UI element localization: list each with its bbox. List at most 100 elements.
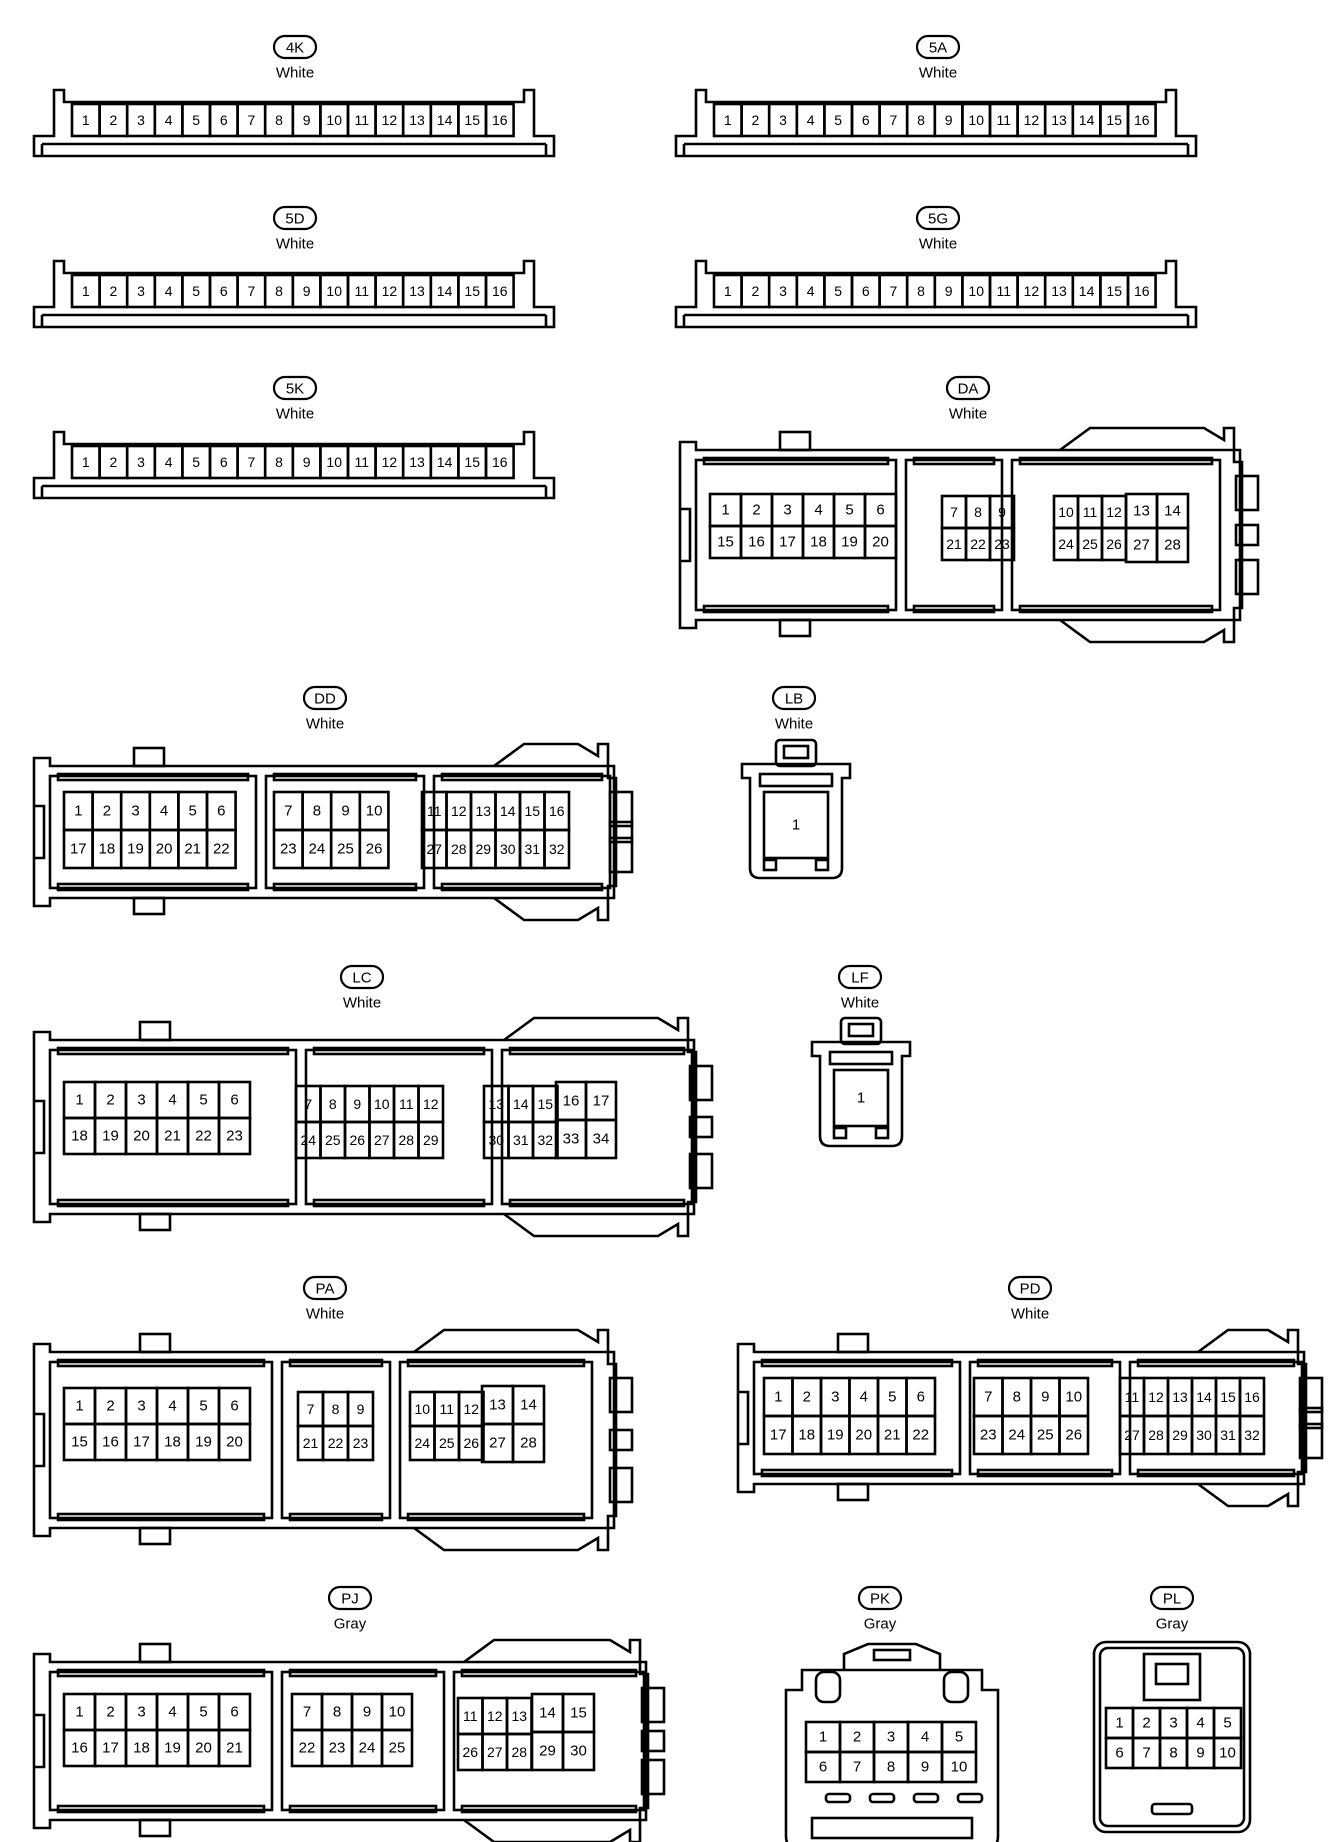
connector-code: DA	[958, 381, 979, 398]
section-rail	[760, 1468, 954, 1478]
pin-29: 29	[423, 1132, 439, 1148]
pin-17: 17	[133, 1434, 150, 1451]
connector-code: DD	[314, 691, 336, 708]
lock-slot	[1298, 1376, 1324, 1414]
pin-24: 24	[414, 1435, 430, 1451]
pin-8: 8	[917, 112, 925, 128]
pin-24: 24	[1008, 1427, 1025, 1444]
pin-1: 1	[74, 803, 82, 820]
connector-color: White	[1011, 1306, 1049, 1323]
connector-label-5G	[915, 205, 961, 231]
plug-latch	[1142, 1652, 1202, 1702]
pin-5: 5	[199, 1092, 207, 1109]
section-frame	[452, 1670, 646, 1812]
connector-code: LC	[352, 970, 371, 987]
pin-7: 7	[890, 283, 898, 299]
pin-18: 18	[164, 1434, 181, 1451]
pin-13: 13	[1051, 112, 1067, 128]
pin-retainer	[1150, 1802, 1194, 1816]
pin-5: 5	[192, 454, 200, 470]
pin-3: 3	[831, 1389, 839, 1406]
pin-27: 27	[1133, 537, 1150, 554]
pin-28: 28	[1164, 537, 1181, 554]
pin-7: 7	[890, 112, 898, 128]
connector-code: 5K	[286, 381, 304, 398]
pin-9: 9	[303, 283, 311, 299]
pin-9: 9	[1041, 1389, 1049, 1406]
section-frame	[48, 1360, 274, 1520]
pin-cavity	[217, 1422, 252, 1462]
pin-5: 5	[192, 283, 200, 299]
pin-11: 11	[439, 1401, 454, 1417]
pin-14: 14	[437, 283, 453, 299]
lock-slot	[1234, 558, 1260, 596]
pin-2: 2	[106, 1398, 114, 1415]
connector-5K	[32, 430, 556, 500]
connector-color: Gray	[334, 1616, 367, 1633]
plug-ear	[942, 1670, 970, 1704]
pin-1: 1	[724, 112, 732, 128]
pin-9: 9	[998, 504, 1006, 520]
plug-foot	[874, 1126, 890, 1140]
pin-33: 33	[563, 1131, 580, 1148]
connector-code: PD	[1020, 1281, 1041, 1298]
pin-16: 16	[492, 112, 508, 128]
pin-20: 20	[855, 1427, 872, 1444]
pin-cavity	[484, 102, 515, 138]
pin-25: 25	[1082, 536, 1098, 552]
section-rail	[272, 772, 418, 782]
connector-5A	[674, 88, 1198, 158]
plug-latch-slot	[847, 1022, 875, 1038]
pin-10: 10	[1065, 1389, 1082, 1406]
pin-11: 11	[427, 803, 442, 819]
pin-14: 14	[1164, 503, 1181, 520]
pin-14: 14	[1079, 112, 1095, 128]
connector-color: White	[343, 995, 381, 1012]
housing-tab	[138, 1212, 172, 1232]
connector-LC	[32, 1016, 714, 1238]
pin-2: 2	[1142, 1715, 1150, 1732]
pin-1: 1	[82, 283, 90, 299]
pin-14: 14	[520, 1397, 537, 1414]
connector-color: White	[306, 1306, 344, 1323]
pin-20: 20	[133, 1128, 150, 1145]
pin-22: 22	[328, 1435, 344, 1451]
pin-29: 29	[1172, 1427, 1188, 1443]
pin-22: 22	[299, 1740, 316, 1757]
connector-code-badge	[272, 205, 318, 231]
section-rail	[440, 882, 604, 892]
pin-cavity	[346, 1424, 375, 1462]
pin-20: 20	[226, 1434, 243, 1451]
pin-cavity	[1238, 1414, 1266, 1456]
pin-8: 8	[887, 1759, 895, 1776]
plug-latch	[774, 738, 818, 768]
section-rail	[406, 1358, 586, 1368]
connector-code: LF	[851, 970, 869, 987]
pin-3: 3	[137, 1398, 145, 1415]
pin-3: 3	[137, 283, 145, 299]
pin-15: 15	[570, 1705, 587, 1722]
plug-inner	[1098, 1646, 1246, 1828]
pin-19: 19	[827, 1427, 844, 1444]
pin-2: 2	[853, 1729, 861, 1746]
connector-code: PJ	[341, 1591, 359, 1608]
section-rail	[460, 1668, 638, 1678]
lock-slot	[688, 1115, 714, 1139]
pin-1: 1	[75, 1398, 83, 1415]
section-frame	[304, 1048, 494, 1206]
connector-code-badge	[857, 1585, 903, 1611]
connector-DA	[678, 426, 1260, 644]
plug-foot	[762, 858, 778, 872]
pin-25: 25	[439, 1435, 455, 1451]
pin-8: 8	[333, 1704, 341, 1721]
lock-slot	[688, 1152, 714, 1190]
connector-PA	[32, 1328, 634, 1552]
housing-notch	[34, 1099, 46, 1155]
connector-code: LB	[785, 691, 803, 708]
section-rail	[288, 1668, 438, 1678]
housing-tab	[138, 1642, 172, 1664]
pin-16: 16	[563, 1093, 580, 1110]
pin-13: 13	[511, 1708, 527, 1724]
pin-cavity	[988, 526, 1016, 562]
